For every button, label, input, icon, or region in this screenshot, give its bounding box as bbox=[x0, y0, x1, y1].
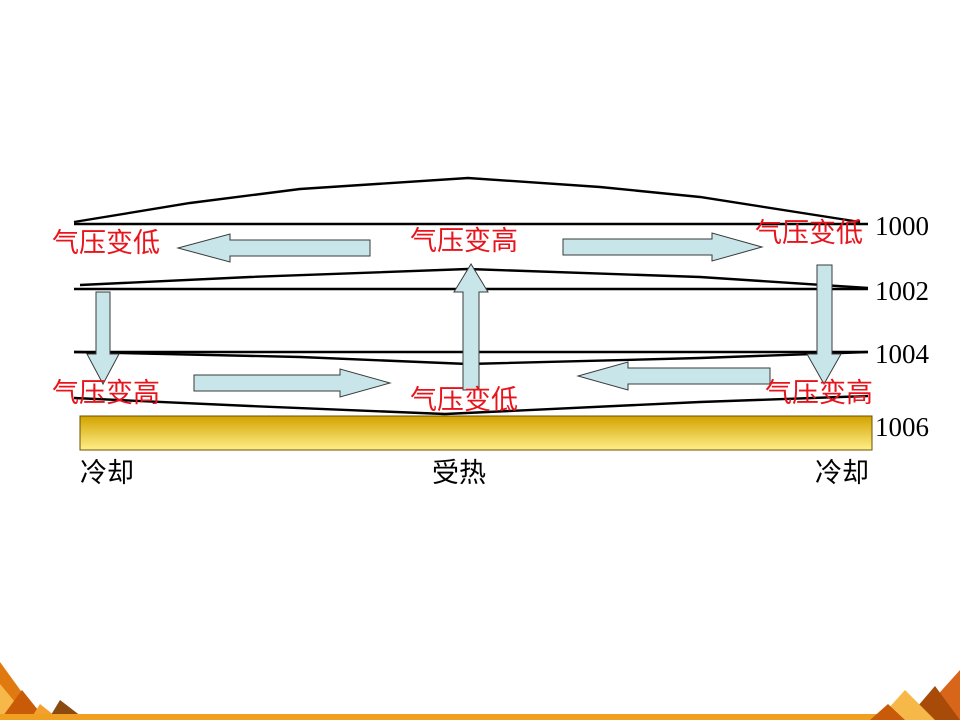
lower-center-pressure-label: 气压变低 bbox=[410, 385, 518, 416]
circulation-arrows bbox=[86, 232, 842, 398]
arrow-lower-left bbox=[193, 368, 392, 398]
isobar-1006-curve bbox=[73, 394, 869, 416]
isobar-label-1002: 1002 bbox=[875, 276, 929, 306]
ground-center-label: 受热 bbox=[432, 458, 486, 489]
arrow-up-center bbox=[453, 263, 489, 391]
ground-left-label: 冷却 bbox=[80, 458, 134, 489]
isobar-top-curve bbox=[73, 176, 861, 224]
bottom-bar bbox=[0, 714, 960, 720]
arrow-lower-right bbox=[576, 361, 771, 391]
isobar-label-1000: 1000 bbox=[875, 211, 929, 241]
ground-surface bbox=[79, 415, 873, 451]
arrow-upper-right bbox=[562, 232, 764, 262]
upper-left-pressure-label: 气压变低 bbox=[52, 228, 160, 259]
upper-right-pressure-label: 气压变低 bbox=[755, 218, 863, 249]
lower-right-pressure-label: 气压变高 bbox=[765, 378, 873, 409]
corner-decoration-right bbox=[870, 670, 960, 720]
lower-left-pressure-label: 气压变高 bbox=[52, 378, 160, 409]
ground-right-label: 冷却 bbox=[815, 458, 869, 489]
isobar-label-1006: 1006 bbox=[875, 412, 929, 442]
corner-decoration-left bbox=[0, 662, 86, 720]
arrow-upper-left bbox=[176, 233, 371, 263]
arrow-down-right bbox=[806, 264, 842, 386]
upper-center-pressure-label: 气压变高 bbox=[410, 226, 518, 257]
arrow-down-left bbox=[86, 291, 120, 386]
isobar-label-1004: 1004 bbox=[875, 339, 930, 369]
